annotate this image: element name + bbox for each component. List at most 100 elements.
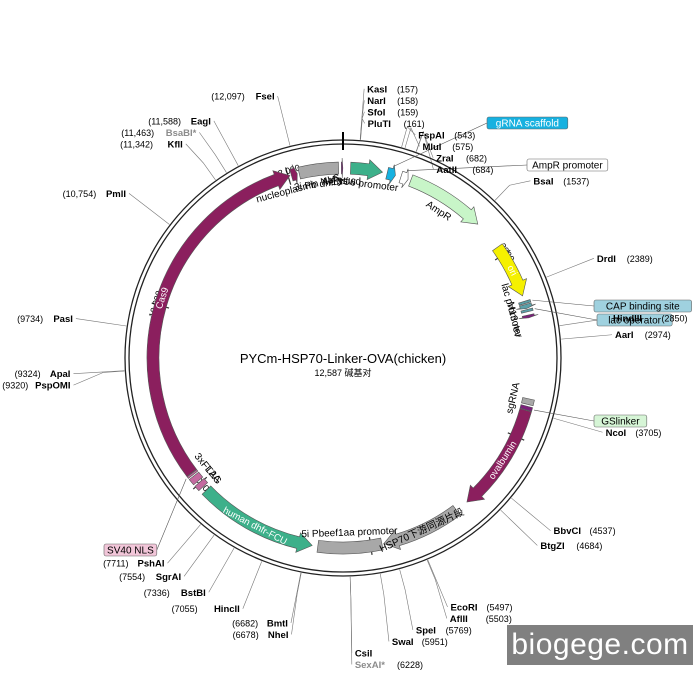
feature-cap-binding-site (518, 299, 532, 306)
feature-m13-fwd (341, 157, 344, 179)
site-leader-pluti (360, 117, 365, 140)
feature-pyu6-promoter (350, 159, 384, 181)
site-position: (6682) (232, 618, 258, 628)
site-position: (2974) (645, 330, 671, 340)
site-drdi: DrdI (2389) (597, 254, 653, 265)
site-fspai: FspAI(543) (418, 130, 475, 141)
site-name: NheI (268, 630, 289, 641)
site-aatii: AatII(684) (436, 165, 493, 176)
site-name: ApaI (50, 369, 71, 380)
site-name: FspAI (418, 130, 444, 141)
site-spei: SpeI (5769) (416, 625, 472, 636)
feature-box-label: gRNA scaffold (496, 119, 559, 130)
site-sgrai: SgrAI(7554) (119, 572, 181, 583)
feature-lac-promoter (516, 302, 536, 310)
site-position: (157) (397, 84, 418, 94)
site-name: SfoI (367, 107, 385, 118)
feature-box-lac-operator (596, 313, 673, 327)
site-leader-bsai (494, 180, 531, 201)
site-hindiii: HindIII (2850) (613, 314, 687, 325)
site-position: (11,588) (148, 116, 181, 126)
feature-box-gslinker (593, 414, 648, 428)
feature-nucleoplasmin-nls (289, 164, 298, 185)
feature-box-ampr-promoter (526, 158, 609, 172)
plasmid-title: PYCm-HSP70-Linker-OVA(chicken) (240, 351, 446, 366)
site-csii: CsiI (355, 648, 372, 659)
site-name: BtgZI (540, 541, 564, 552)
site-fsei: FseI (12,097) (211, 92, 274, 103)
site-leader-lines (73, 88, 613, 665)
feature-sgrna (521, 397, 535, 407)
site-name: HindIII (613, 314, 642, 325)
site-sexai: SexAI*(6228) (355, 660, 423, 671)
site-kfli: KflI(11,342) (120, 139, 183, 150)
site-leader-pspomi (73, 370, 125, 386)
feature-lac-operator (520, 307, 534, 314)
site-bsai: BsaI(1537) (533, 176, 589, 187)
feature-box-grna-scaffold (486, 116, 569, 130)
feature-m13-rev (518, 313, 539, 320)
feature-leader-line (534, 308, 598, 321)
site-name: DrdI (597, 254, 616, 265)
site-position: (2389) (627, 254, 653, 264)
site-position: (682) (466, 153, 487, 163)
site-position: (5769) (446, 625, 472, 635)
site-position: (6678) (233, 630, 259, 640)
site-mlui: MluI(575) (422, 142, 473, 153)
site-position: (7554) (119, 572, 145, 582)
site-pasi: PasI(9734) (17, 314, 73, 325)
feature-label-m13-fwd: M13 fwd (323, 177, 361, 188)
site-leader-ecori (427, 559, 448, 608)
feature-t2a (194, 478, 209, 492)
site-sfoi: SfoI (159) (367, 107, 418, 118)
site-name: FseI (256, 92, 275, 103)
site-position: (158) (397, 96, 418, 106)
feature-box-cap-binding-site (593, 299, 692, 313)
site-aflii: AflII(5503) (450, 614, 512, 625)
site-name: EagI (191, 116, 211, 127)
site-leader-aflii (426, 560, 448, 619)
site-position: (12,097) (211, 92, 245, 102)
site-position: (4537) (590, 526, 616, 536)
site-name: KasI (367, 84, 387, 95)
site-leader-drdi (546, 258, 595, 278)
site-name: AflII (450, 614, 468, 625)
feature-ampr (408, 174, 479, 225)
site-pluti: PluTI(161) (368, 119, 425, 130)
feature-leader-line (532, 299, 595, 307)
site-leader-fsei (277, 95, 291, 146)
site-kasi: KasI (157) (367, 84, 418, 95)
feature-ampr-promoter (398, 168, 409, 188)
site-bstbi: BstBI(7336) (144, 588, 206, 599)
site-name: PasI (53, 314, 73, 325)
feature-leader-line (407, 164, 528, 171)
site-zrai: ZraI(682) (436, 153, 487, 164)
feature-grna-scaffold (385, 164, 396, 185)
feature-human-dhfr-fcu (201, 485, 313, 553)
site-pshai: PshAI(7711) (103, 559, 164, 570)
site-position: (2850) (661, 314, 687, 324)
feature-sv40-nls (186, 469, 199, 479)
backbone-ring (124, 132, 562, 577)
site-leader-aari (561, 334, 613, 340)
site-name: SexAI* (355, 660, 385, 671)
site-leader-hincii (242, 561, 263, 609)
site-nhei: NheI (6678) (233, 630, 289, 641)
site-leader-swai (379, 573, 390, 642)
site-position: (11,463) (121, 128, 154, 138)
feature-ovalbumin (466, 408, 532, 503)
feature-arrows (146, 157, 539, 555)
site-name: SpeI (416, 625, 436, 636)
site-position: (11,342) (120, 139, 153, 149)
feature-cas9 (146, 170, 291, 477)
feature-leader-line (393, 122, 488, 167)
site-position: (159) (397, 107, 418, 117)
site-name: HincII (214, 604, 240, 615)
site-name: NarI (367, 96, 385, 107)
feature-label-5i-pbeef1aa-promoter: 5i Pbeef1aa promoter (301, 526, 398, 541)
site-name: AarI (615, 330, 633, 341)
center-text: PYCm-HSP70-Linker-OVA(chicken) 12,587 碱基… (240, 351, 446, 378)
site-name: BstBI (181, 588, 206, 599)
site-hincii: HincII(7055) (172, 604, 240, 615)
